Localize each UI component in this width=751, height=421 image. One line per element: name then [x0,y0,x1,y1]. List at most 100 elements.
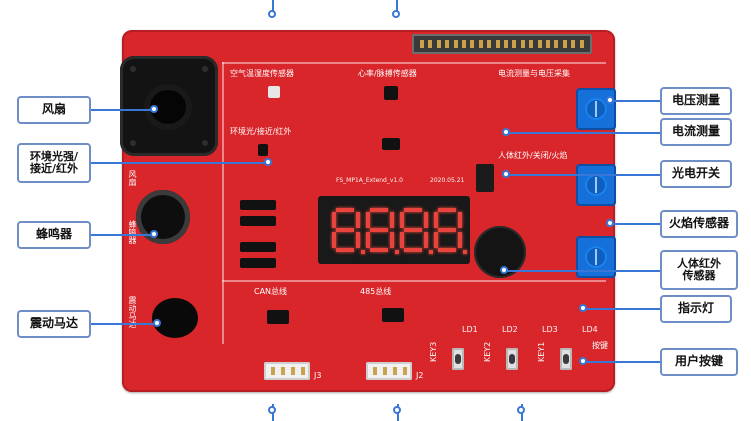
connector-pin [281,367,285,375]
callout-marker-top-2 [392,10,400,18]
seven-segment-digit [432,206,467,254]
seven-segment-bar [390,212,394,228]
callout-fan: 风扇 [17,96,91,124]
callout-ambient-line [91,162,266,164]
seven-segment-bar [424,212,428,228]
key-cap-icon [563,354,569,364]
potentiometer-knob-icon [585,246,607,268]
callout-current-marker [502,128,510,136]
header-pin [495,40,500,48]
seven-segment-dp [429,250,433,254]
callout-photo-switch: 光电开关 [660,160,732,188]
callout-voltage-text: 电压测量 [671,93,720,108]
seven-segment-dp [463,250,467,254]
callout-voltage-line [612,100,660,102]
section-current-voltage: 电流测量与电压采集 [498,69,570,78]
j2-connector [366,362,412,380]
header-pin [537,40,542,48]
seven-segment-dp [361,250,365,254]
callout-vibration-marker [153,319,161,327]
board-id: FS_MP1A_Extend_v1.0 [336,177,403,184]
callout-flame-line [612,223,660,225]
voltage-potentiometer[interactable] [576,88,616,130]
callout-marker-bottom-1 [268,406,276,414]
seven-segment-bar [458,232,462,248]
callout-flame: 火焰传感器 [660,210,738,238]
section-divider-top [222,62,606,64]
seven-segment-bar [332,232,336,248]
header-pin [436,40,441,48]
header-pin [462,40,466,48]
flame-sensitivity-potentiometer[interactable] [576,164,616,206]
seven-segment-display [318,196,470,264]
rs485-transceiver-chip [382,308,404,322]
header-pin [428,40,433,48]
seven-segment-bar [424,232,428,248]
top-callout-line-1 [272,0,274,12]
connector-pin [373,367,377,375]
user-key-3[interactable] [452,348,464,370]
user-key-1[interactable] [560,348,572,370]
driver-chip-3 [240,242,276,252]
connector-pin [393,367,397,375]
mounting-hole-icon [202,140,208,146]
header-pin [453,40,458,48]
callout-photo-switch-line [508,174,660,176]
seven-segment-bar [400,232,404,248]
seven-segment-bar [356,232,360,248]
key-label-1: KEY1 [537,341,546,362]
connector-pin [301,367,305,375]
callout-indicator-marker [579,304,587,312]
callout-photo-switch-text: 光电开关 [671,166,720,181]
seven-segment-bar [366,212,370,228]
header-pin [512,40,517,48]
seven-segment-bar [438,228,456,232]
fan [120,56,218,156]
header-pin [504,40,508,48]
callout-pir-text: 人体红外 传感器 [677,256,721,282]
driver-chip-2 [240,216,276,226]
vibration-motor [152,298,198,338]
seven-segment-bar [458,212,462,228]
callout-user-key-line [585,361,660,363]
callout-fan-text: 风扇 [41,102,66,117]
callout-current: 电流测量 [660,118,732,146]
callout-flame-marker [606,219,614,227]
callout-vibration-line [91,323,155,325]
user-key-2[interactable] [506,348,518,370]
callout-ambient-marker [264,158,272,166]
callout-buzzer-line [91,234,152,236]
header-pin [529,40,534,48]
fan-label: 风扇 [128,170,137,186]
callout-pir-line [506,270,660,272]
callout-marker-top-1 [268,10,276,18]
section-divider-left [222,62,224,344]
connector-pin [383,367,387,375]
callout-current-text: 电流测量 [671,124,720,139]
header-pin [554,40,559,48]
seven-segment-bar [404,248,422,252]
key-label-2: KEY2 [483,341,492,362]
gpio-header-connector [412,34,592,54]
callout-indicator: 指示灯 [660,295,732,323]
callout-fan-line [91,109,152,111]
callout-pir: 人体红外 传感器 [660,250,738,290]
callout-photo-switch-marker [502,170,510,178]
seven-segment-digit [364,206,399,254]
led-label-1: LD1 [462,325,478,334]
board-date: 2020.05.21 [430,177,465,184]
top-callout-line-2 [396,0,398,12]
header-pin [520,40,525,48]
seven-segment-bar [332,212,336,228]
seven-segment-bar [438,208,456,212]
led-label-2: LD2 [502,325,518,334]
mounting-hole-icon [202,66,208,72]
seven-segment-bar [366,232,370,248]
header-pin [571,40,576,48]
opamp-chip [382,138,400,150]
mounting-hole-icon [130,140,136,146]
section-can: CAN总线 [254,287,288,296]
seven-segment-bar [434,212,438,228]
callout-ambient: 环境光强/ 接近/红外 [17,143,91,183]
callout-user-key-text: 用户按键 [674,354,723,369]
